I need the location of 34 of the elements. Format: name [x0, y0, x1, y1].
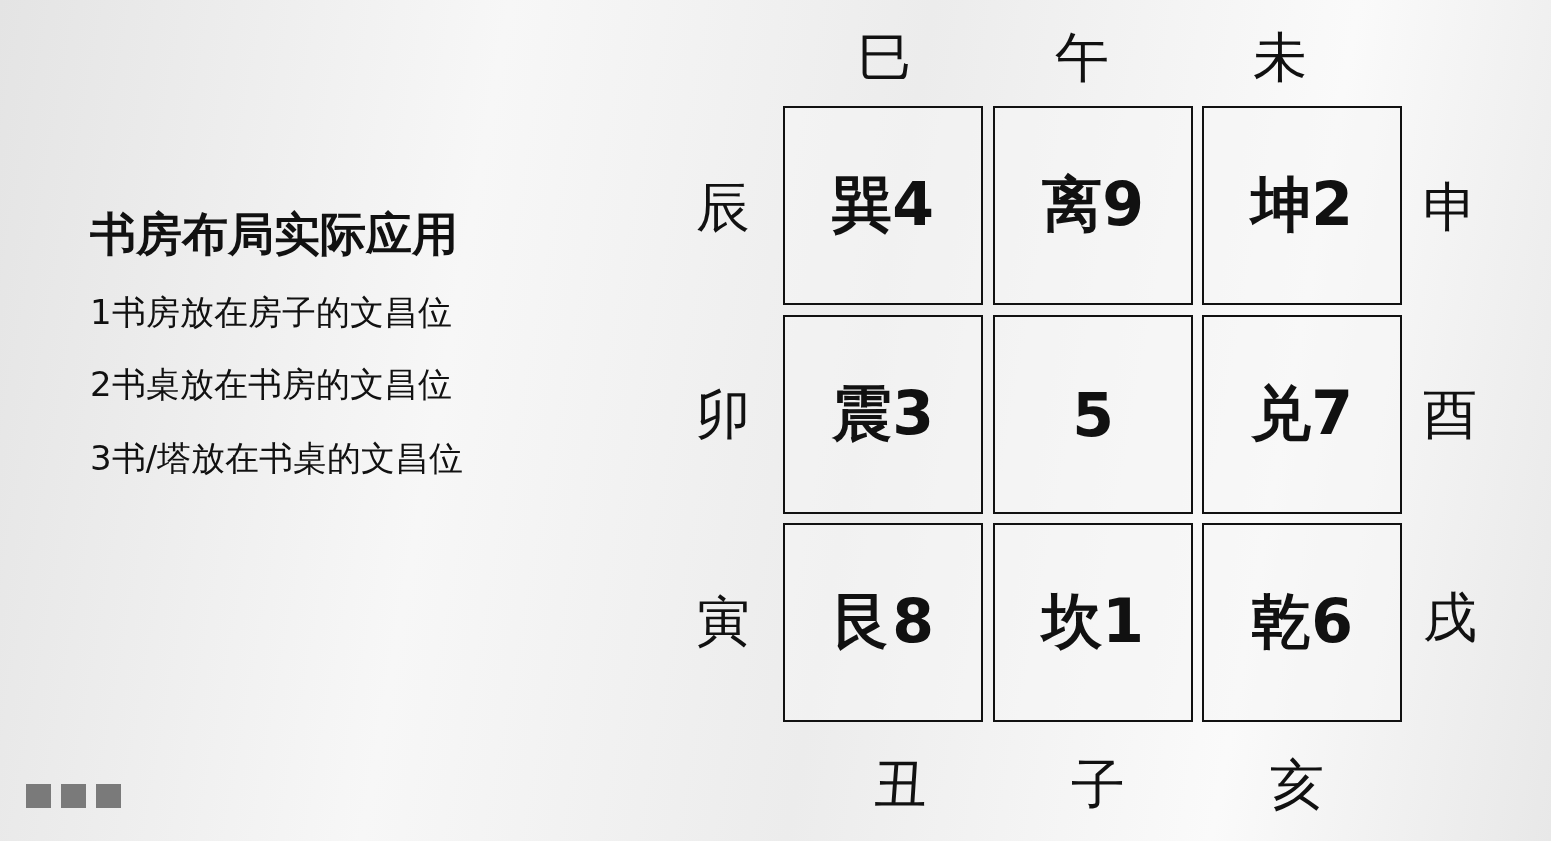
cell-label: 坤2	[1251, 168, 1353, 241]
cell-label: 乾6	[1251, 585, 1353, 658]
direction-label: 寅	[695, 592, 751, 652]
cell-label: 5	[1072, 379, 1114, 450]
direction-label: 丑	[872, 755, 928, 815]
heading: 书房布局实际应用	[90, 206, 458, 263]
grid-cell	[993, 106, 1193, 305]
direction-label: 申	[1422, 178, 1478, 238]
grid-cell	[783, 106, 983, 305]
direction-label: 卯	[695, 385, 751, 445]
grid-cell	[993, 523, 1193, 722]
direction-label: 戌	[1422, 588, 1478, 648]
direction-label: 巳	[857, 28, 913, 88]
cell-label: 艮8	[832, 585, 934, 658]
list-item: 1书房放在房子的文昌位	[90, 291, 452, 334]
cell-label: 震3	[832, 377, 934, 450]
grid-cell	[1202, 106, 1402, 305]
direction-label: 辰	[695, 178, 751, 238]
direction-label: 子	[1070, 755, 1126, 815]
grid-cell	[783, 315, 983, 514]
grid-cell	[993, 315, 1193, 514]
direction-label: 亥	[1269, 755, 1325, 815]
direction-label: 未	[1252, 28, 1308, 88]
grid-cell	[783, 523, 983, 722]
list-item: 3书/塔放在书桌的文昌位	[90, 437, 464, 480]
grid-cell	[1202, 315, 1402, 514]
direction-label: 酉	[1422, 385, 1478, 445]
direction-label: 午	[1054, 28, 1110, 88]
grid-cell	[1202, 523, 1402, 722]
cell-label: 坎1	[1042, 585, 1144, 658]
cell-label: 巽4	[832, 168, 934, 241]
cell-label: 兑7	[1251, 377, 1353, 450]
cell-label: 离9	[1042, 168, 1144, 241]
list-item: 2书桌放在书房的文昌位	[90, 363, 452, 406]
